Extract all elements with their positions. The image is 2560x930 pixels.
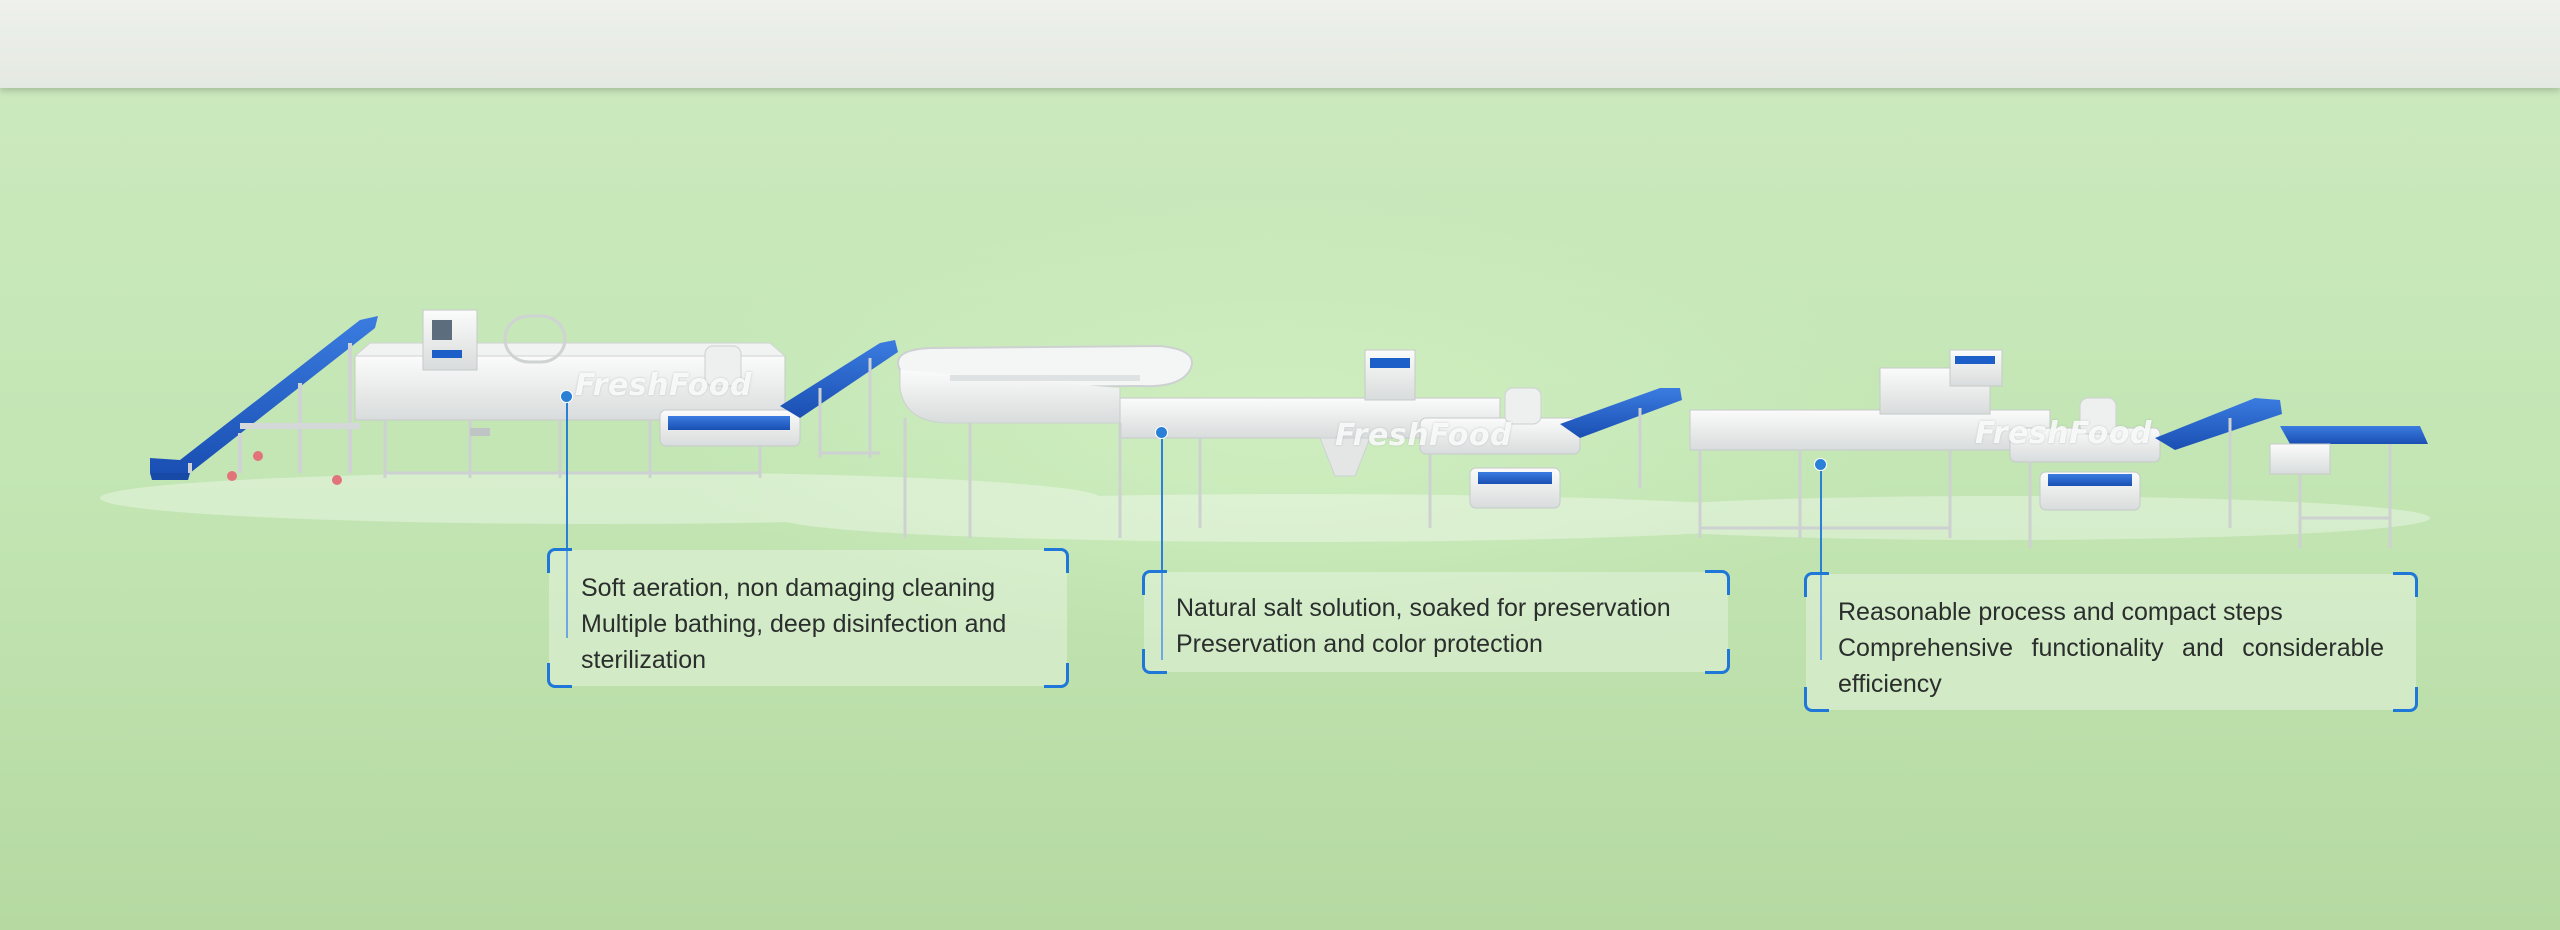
callout-preservation-line-2: Preservation and color protection	[1176, 630, 1543, 658]
callout-efficiency-line-3: efficiency	[1838, 670, 1942, 698]
brand-mark-1: FreshFood	[575, 368, 752, 403]
callout-efficiency-line-2: Comprehensive functionality and consider…	[1838, 634, 2384, 662]
elevator-conveyor-1	[150, 316, 378, 485]
brand-mark-2: FreshFood	[1335, 418, 1512, 453]
callout-cleaning: Soft aeration, non damaging cleaning Mul…	[547, 548, 1069, 688]
flat-washer	[1689, 349, 2051, 538]
top-bar	[0, 0, 2560, 88]
callout-1-pin	[560, 390, 573, 403]
vibration-dewater-1	[659, 340, 898, 458]
vibration-dewater-2	[1419, 387, 1682, 528]
callout-cleaning-line-3: sterilization	[581, 646, 707, 674]
callout-cleaning-line-2: Multiple bathing, deep disinfection and	[581, 610, 1007, 638]
callout-1-pointer	[566, 396, 568, 638]
product-stage: FreshFood FreshFood FreshFood Soft aerat…	[0, 88, 2560, 930]
callout-3-pointer	[1820, 464, 1822, 660]
callout-cleaning-line-1: Soft aeration, non damaging cleaning	[581, 574, 996, 602]
callout-2-pin	[1155, 426, 1168, 439]
processing-line-illustration	[100, 309, 2430, 548]
callout-preservation: Natural salt solution, soaked for preser…	[1142, 570, 1730, 674]
callout-efficiency-line-1: Reasonable process and compact steps	[1838, 598, 2283, 626]
callout-preservation-line-1: Natural salt solution, soaked for preser…	[1176, 594, 1671, 622]
callout-3-pin	[1814, 458, 1827, 471]
brand-mark-3: FreshFood	[1975, 416, 2152, 451]
callout-efficiency: Reasonable process and compact steps Com…	[1804, 572, 2418, 712]
final-conveyor	[2009, 397, 2428, 548]
callout-2-pointer	[1161, 432, 1163, 660]
